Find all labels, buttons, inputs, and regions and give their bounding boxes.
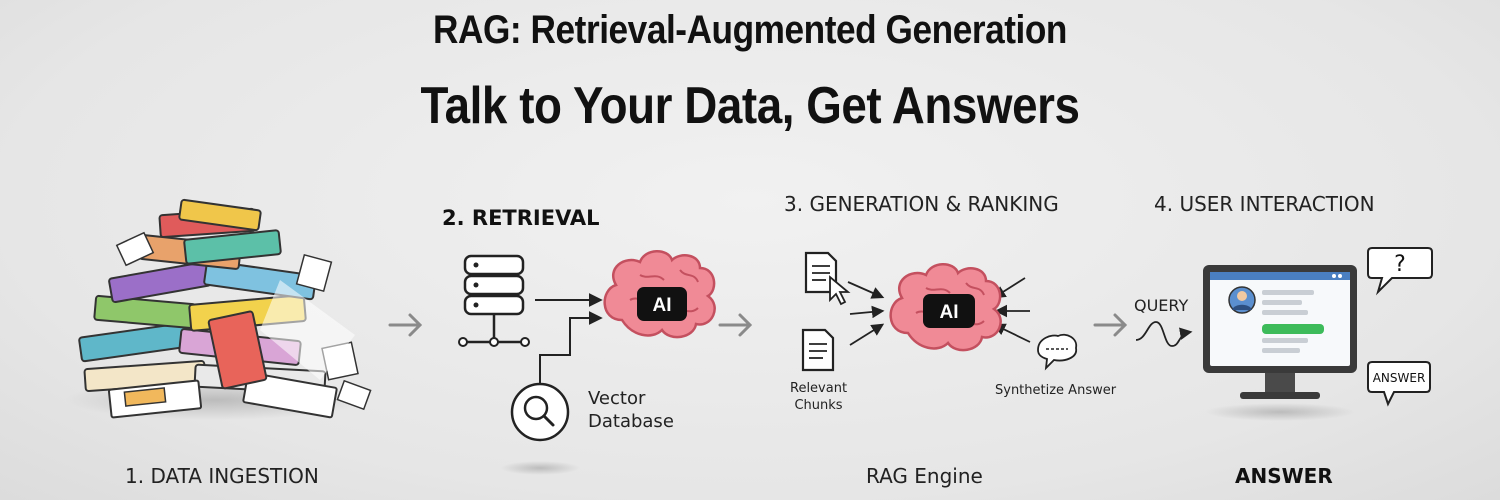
vector-to-ai-arrow <box>539 311 603 385</box>
document-icon <box>801 328 835 372</box>
answer-footer-label: ANSWER <box>1235 464 1333 488</box>
step-label-generation: 3. GENERATION & RANKING <box>784 192 1059 216</box>
ai-badge-retrieval: AI <box>653 295 672 316</box>
question-mark: ? <box>1394 252 1406 277</box>
vector-database-label: Vector Database <box>588 388 674 432</box>
synthesize-answer-label: Synthetize Answer <box>995 383 1117 398</box>
relevant-chunks-label: Relevant Chunks <box>790 381 848 413</box>
step-label-retrieval: 2. RETRIEVAL <box>442 206 600 230</box>
step-label-interaction: 4. USER INTERACTION <box>1154 192 1375 216</box>
flow-arrow-1 <box>388 313 423 337</box>
monitor-icon <box>1203 265 1357 421</box>
document-cursor-icon <box>804 251 851 306</box>
rag-engine-label: RAG Engine <box>866 464 983 488</box>
brain-icon-generation <box>889 263 1002 352</box>
step-label-ingestion: 1. DATA INGESTION <box>125 464 319 488</box>
brain-icon-retrieval <box>603 250 716 339</box>
book-pile-icon <box>65 198 372 420</box>
database-icon <box>458 254 530 347</box>
ai-badge-generation: AI <box>940 302 959 323</box>
question-bubble-icon <box>1367 247 1433 296</box>
page-subtitle: Talk to Your Data, Get Answers <box>420 77 1080 135</box>
magnifier-icon <box>500 382 580 475</box>
answer-bubble-text: ANSWER <box>1373 371 1426 385</box>
speech-bubble-icon <box>1037 333 1078 371</box>
flow-arrow-2 <box>718 313 753 337</box>
query-label: QUERY <box>1134 296 1189 315</box>
flow-arrow-3 <box>1093 313 1128 337</box>
query-wave-arrow <box>1135 321 1193 347</box>
answer-bubble-icon <box>1367 361 1431 407</box>
page-title: RAG: Retrieval-Augmented Generation <box>433 8 1067 52</box>
